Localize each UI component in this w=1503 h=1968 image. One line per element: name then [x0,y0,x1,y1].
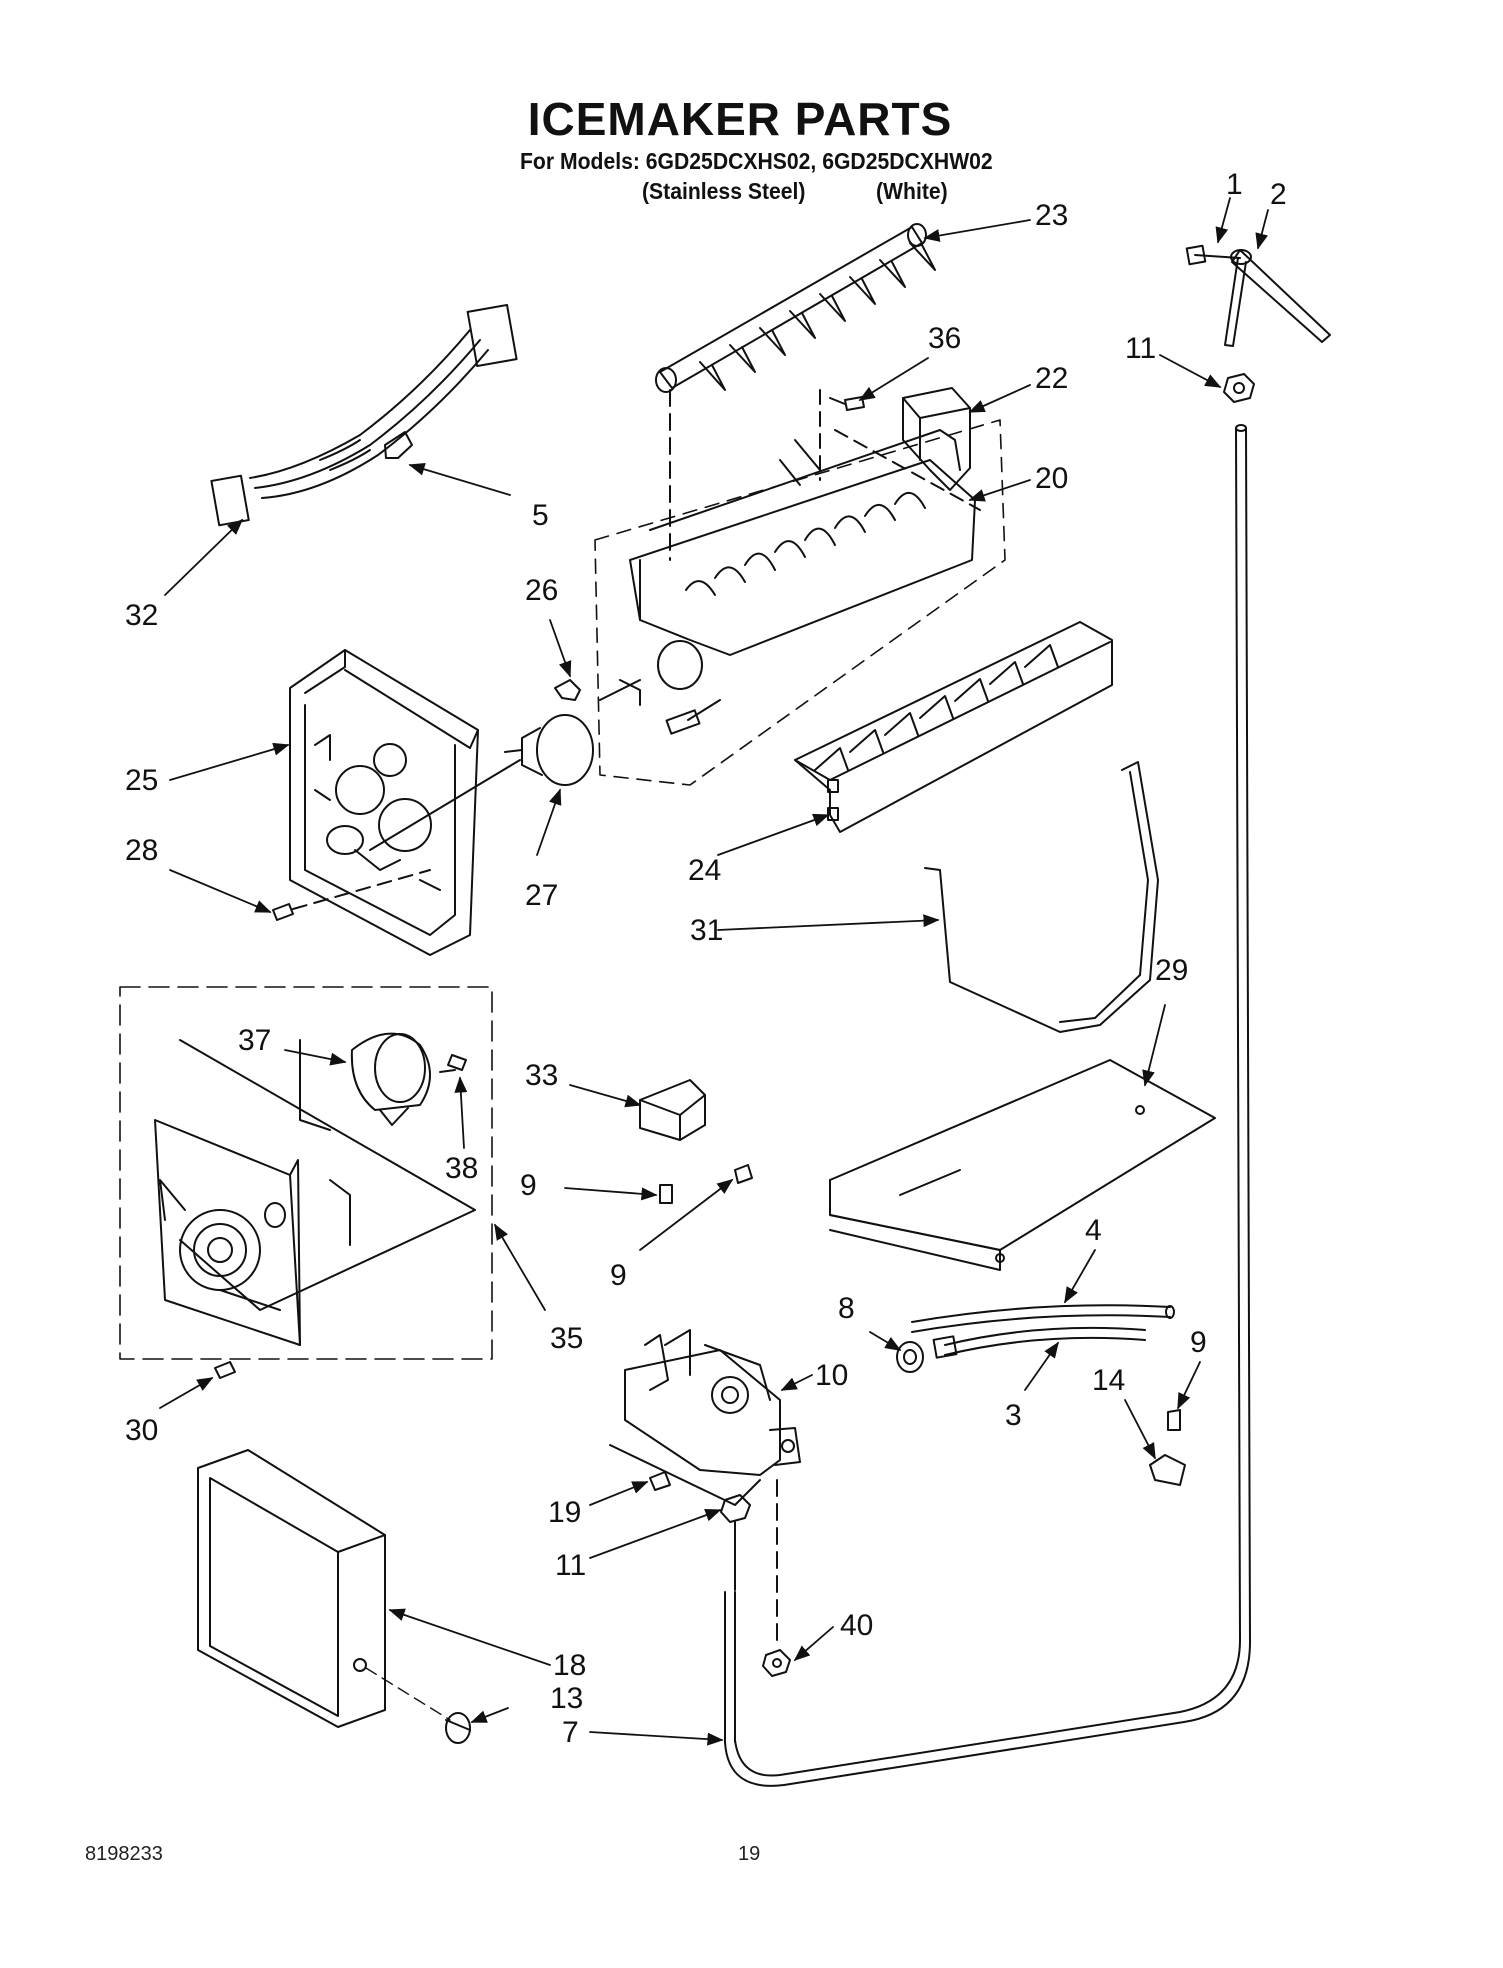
callout-19: 19 [548,1496,581,1529]
module-kit-35-group [119,986,493,1360]
leader-arrows [159,197,1269,1746]
cover-plate-29-part [829,1059,1216,1271]
callout-31: 31 [690,914,723,947]
coupler-27-part [369,714,594,851]
stripper-part [794,621,1113,833]
nut-8-part [896,1341,924,1373]
variant-white: (White) [876,178,948,204]
callout-38: 38 [445,1152,478,1185]
callout-10: 10 [815,1359,848,1392]
page-title: ICEMAKER PARTS [527,93,953,145]
clamp-14-part [1149,1454,1186,1486]
fill-cup-part [834,387,981,511]
callout-29: 29 [1155,954,1188,987]
tube-nut-part [1223,373,1255,403]
callout-33: 33 [525,1059,558,1092]
screw-28-part [272,869,431,921]
callout-37: 37 [238,1024,271,1057]
tube-nut-lower-part [720,1494,751,1591]
fill-tube-part [1185,244,1331,347]
callout-20: 20 [1035,462,1068,495]
callout-9-a: 9 [520,1169,537,1202]
screw-19-part [649,1471,671,1491]
variant-stainless: (Stainless Steel) [642,178,806,204]
callout-30: 30 [125,1414,158,1447]
callout-labels: 1 2 3 4 5 7 8 9 9 9 9 10 11 11 13 14 18 … [125,168,1287,1749]
tube-3-part [932,1326,1146,1359]
screw-30-part [214,1361,236,1379]
tube-4-part [911,1304,1175,1333]
bracket-33-part [639,1079,706,1141]
callout-23: 23 [1035,199,1068,232]
doc-number: 8198233 [85,1843,163,1865]
callout-5: 5 [532,499,549,532]
callout-18: 18 [553,1649,586,1682]
callout-35: 35 [550,1322,583,1355]
callout-40: 40 [840,1609,873,1642]
callout-22: 22 [1035,362,1068,395]
control-module-housing [289,649,479,956]
callout-27: 27 [525,879,558,912]
water-tube-part [724,424,1251,1787]
callout-32: 32 [125,599,158,632]
ejector-part [655,223,936,561]
callout-28: 28 [125,834,158,867]
callout-13: 13 [550,1682,583,1715]
wire-harness-part [210,303,518,527]
callout-11-b: 11 [555,1549,586,1582]
callout-36: 36 [928,322,961,355]
callout-24: 24 [688,854,721,887]
water-valve-part [609,1329,801,1506]
callout-26: 26 [525,574,558,607]
callout-9-c: 9 [1190,1326,1207,1359]
callout-14: 14 [1092,1364,1125,1397]
callout-25: 25 [125,764,158,797]
shutoff-arm-part [924,761,1159,1033]
callout-8: 8 [838,1292,855,1325]
callout-1: 1 [1226,168,1243,201]
plug-13-part [445,1712,471,1744]
clip-26-part [554,679,581,701]
callout-3: 3 [1005,1399,1022,1432]
nut-40-part [762,1479,791,1677]
page-number: 19 [738,1843,761,1865]
cover-box-18-part [197,1449,451,1728]
screw-36-part [819,389,865,481]
screw-9-parts [659,1164,1181,1431]
callout-11-a: 11 [1125,332,1156,365]
callout-7: 7 [562,1716,579,1749]
models-line: For Models: 6GD25DCXHS02, 6GD25DCXHW02 [520,148,993,174]
callout-9-b: 9 [610,1259,627,1292]
motor-37-part [350,1032,431,1126]
icemaker-mold-part [594,419,1006,786]
clip-5-part [384,431,413,459]
callout-2: 2 [1270,178,1287,211]
screw-38-part [439,1054,467,1073]
callout-4: 4 [1085,1214,1102,1247]
